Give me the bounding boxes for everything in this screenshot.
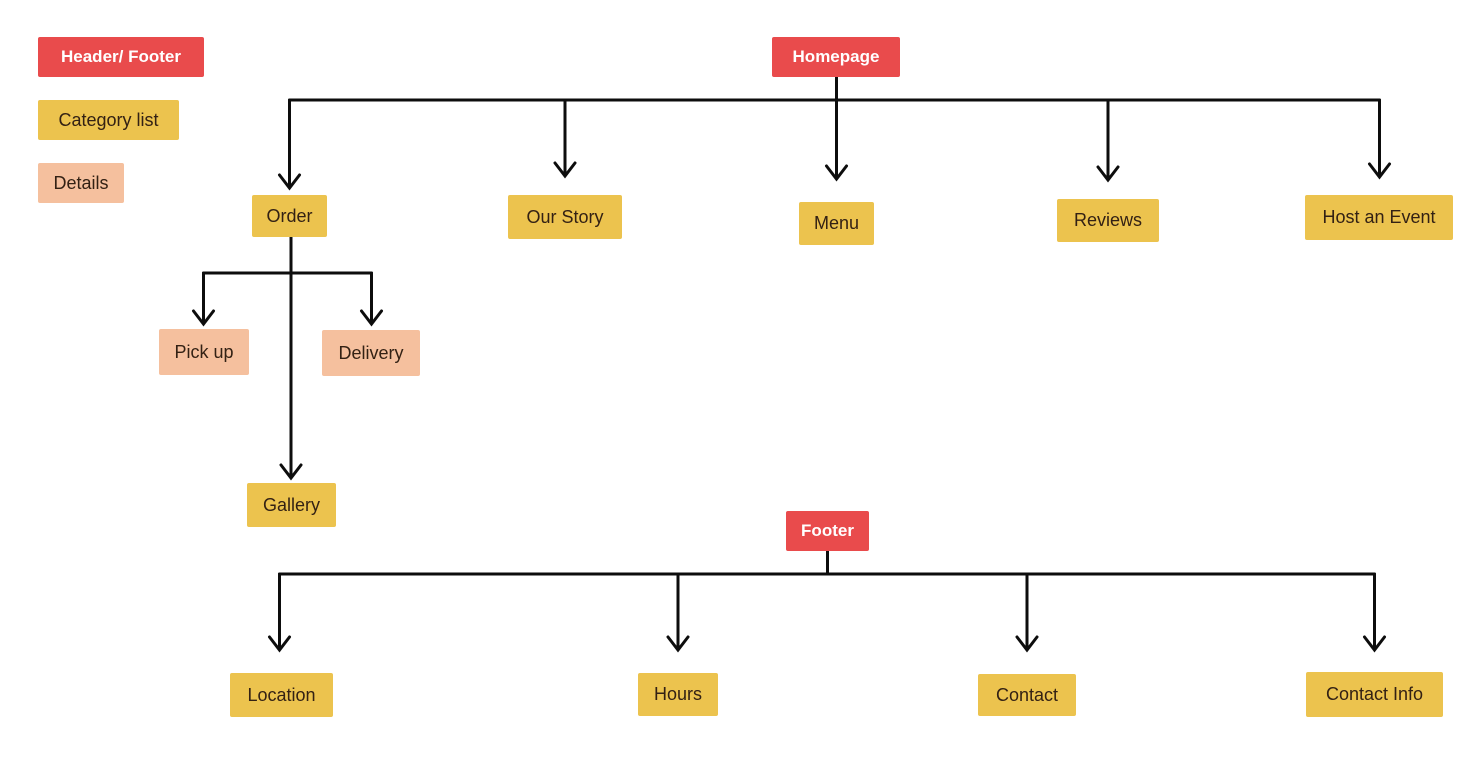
- edge-to-hours: [666, 572, 690, 653]
- edge-to-reviews: [1096, 98, 1120, 183]
- edge-to-delivery: [360, 271, 383, 327]
- node-host-an-event[interactable]: Host an Event: [1305, 195, 1453, 240]
- node-our-story[interactable]: Our Story: [508, 195, 622, 239]
- legend-item-details[interactable]: Details: [38, 163, 124, 203]
- node-reviews[interactable]: Reviews: [1057, 199, 1159, 242]
- node-gallery[interactable]: Gallery: [247, 483, 336, 527]
- edge-to-menu: [825, 98, 848, 182]
- edge-to-our-story: [553, 98, 577, 179]
- node-menu[interactable]: Menu: [799, 202, 874, 245]
- edge-to-contact: [1015, 572, 1039, 653]
- node-location[interactable]: Location: [230, 673, 333, 717]
- node-delivery[interactable]: Delivery: [322, 330, 420, 376]
- edge-to-contact-info: [1363, 572, 1386, 653]
- legend-item-category-list[interactable]: Category list: [38, 100, 179, 140]
- node-contact[interactable]: Contact: [978, 674, 1076, 716]
- node-order[interactable]: Order: [252, 195, 327, 237]
- legend-item-header-footer[interactable]: Header/ Footer: [38, 37, 204, 77]
- node-homepage[interactable]: Homepage: [772, 37, 900, 77]
- edge-to-order: [278, 98, 301, 191]
- node-footer[interactable]: Footer: [786, 511, 869, 551]
- node-hours[interactable]: Hours: [638, 673, 718, 716]
- node-contact-info[interactable]: Contact Info: [1306, 672, 1443, 717]
- edge-order-to-gallery: [279, 235, 303, 481]
- edge-to-location: [268, 572, 291, 653]
- edge-to-pick-up: [192, 271, 215, 327]
- node-pick-up[interactable]: Pick up: [159, 329, 249, 375]
- edge-to-host-event: [1368, 98, 1391, 180]
